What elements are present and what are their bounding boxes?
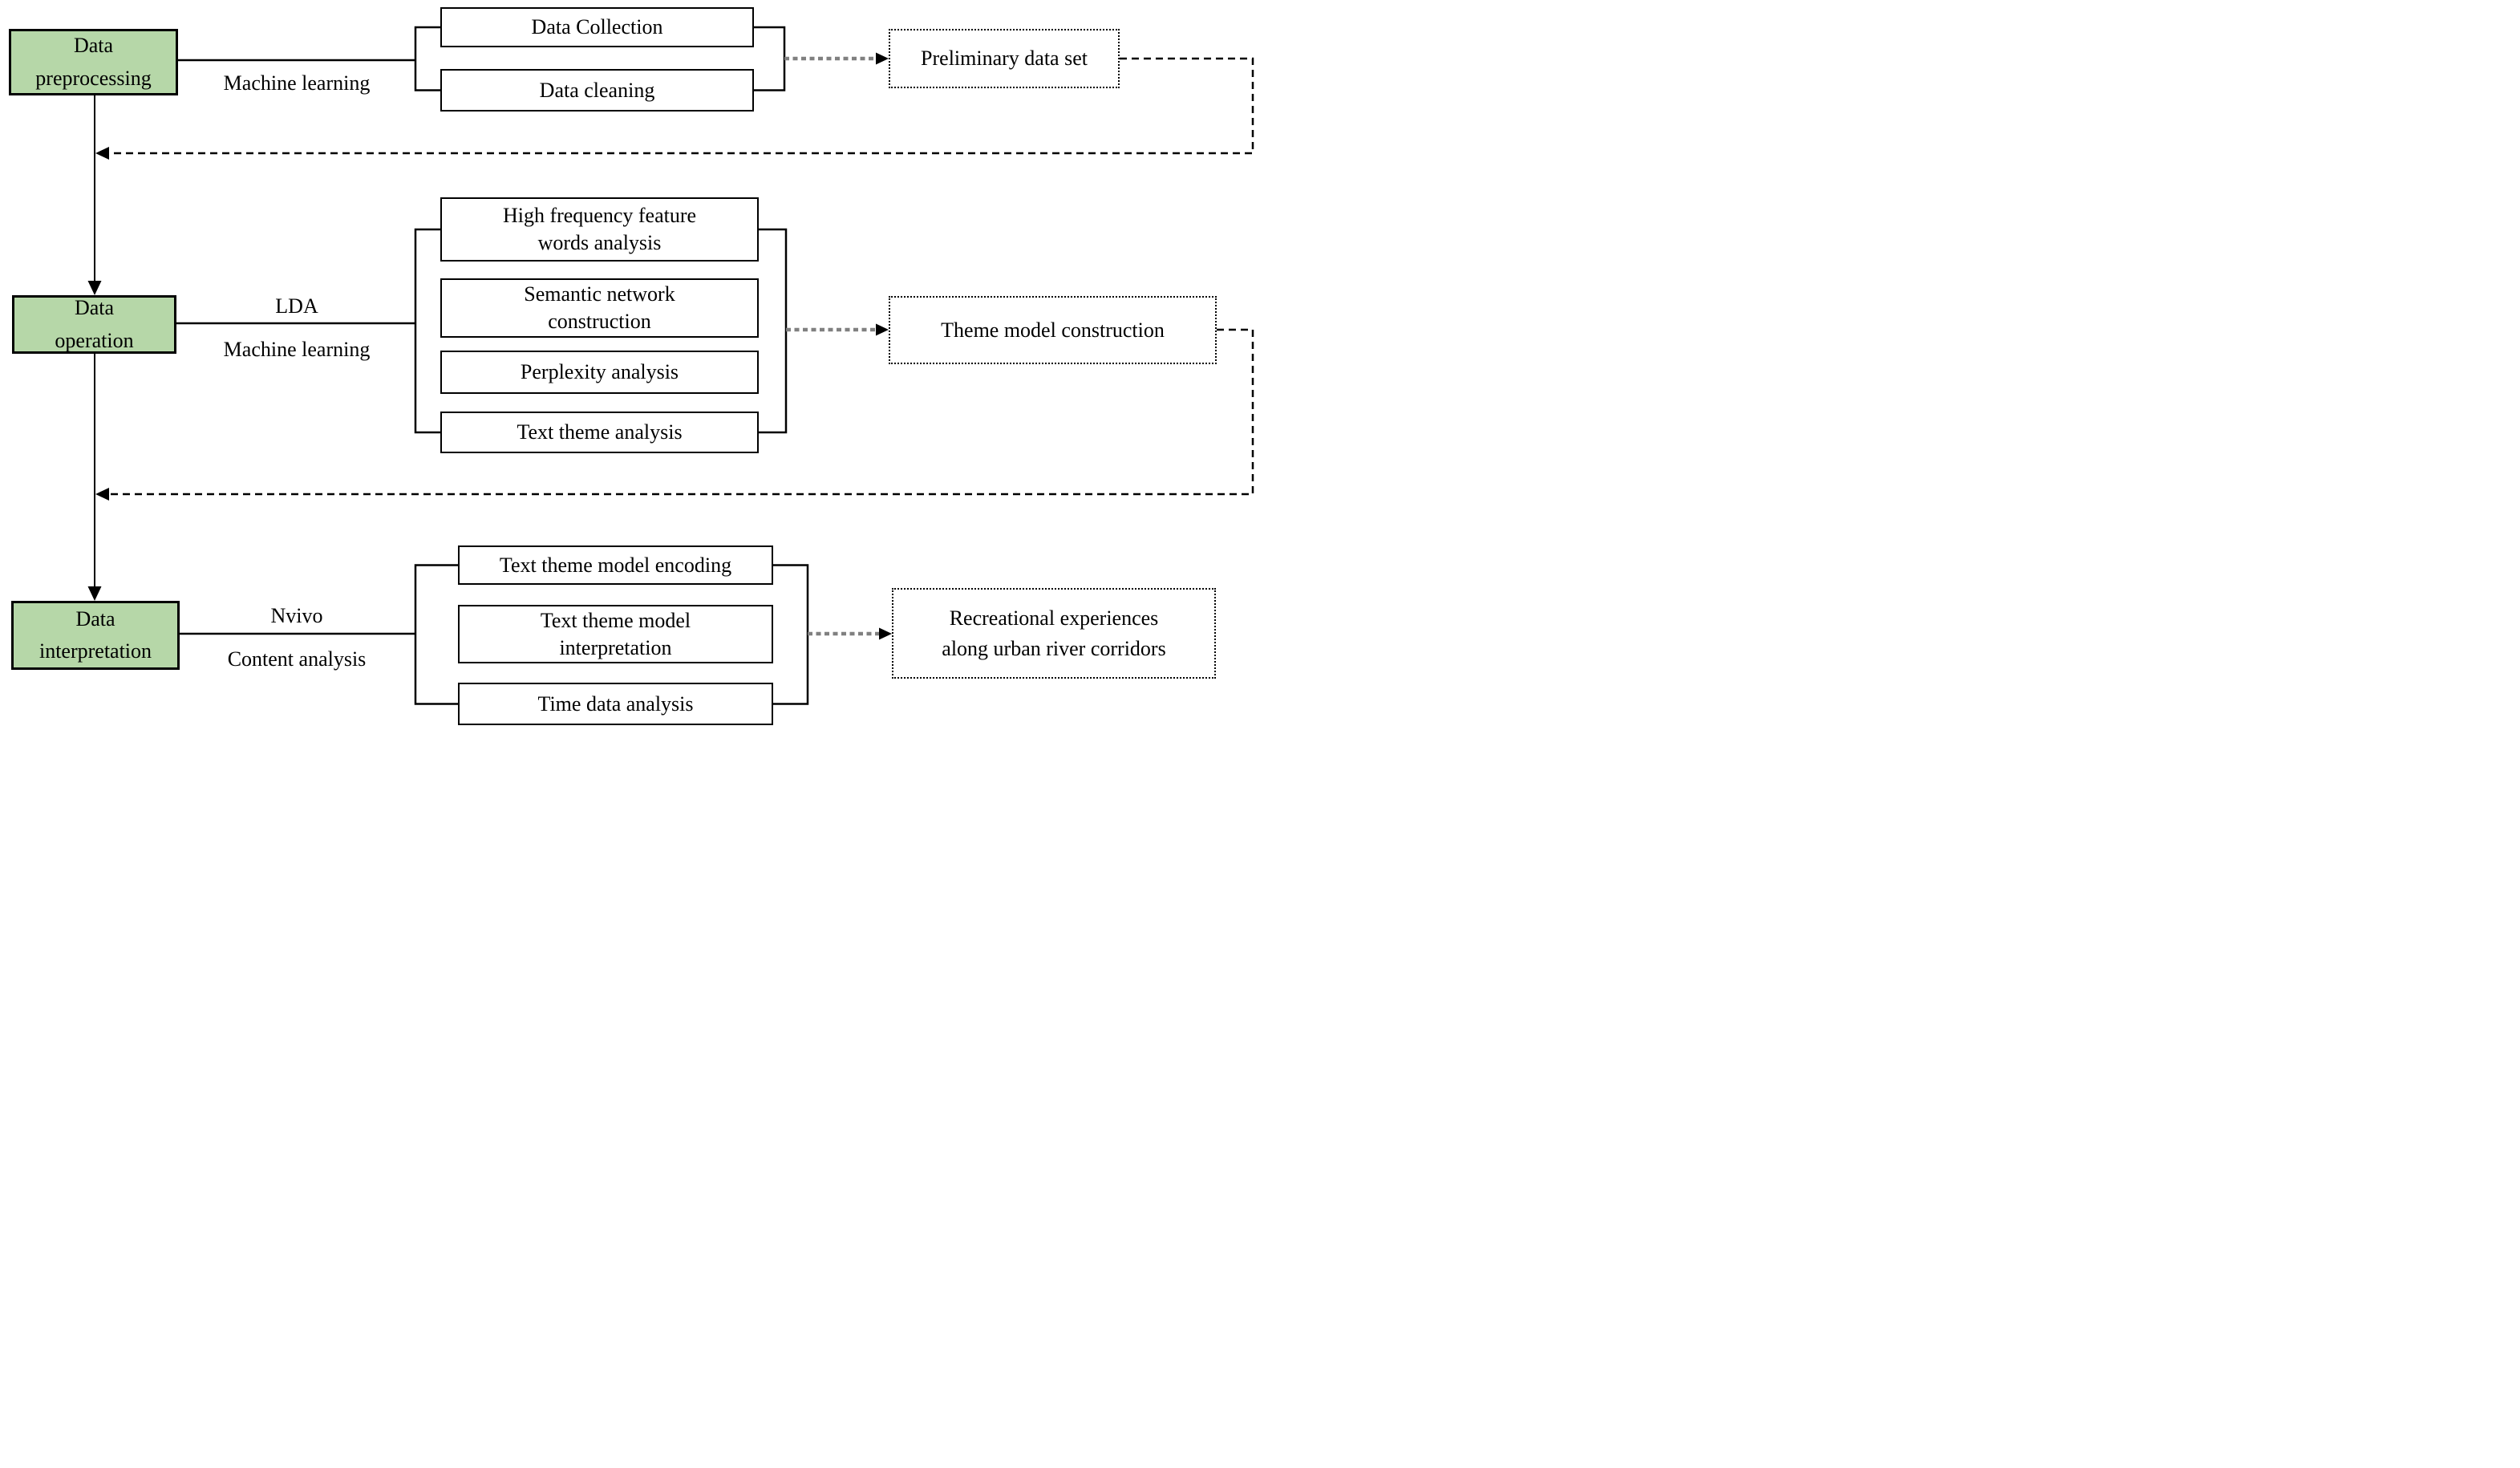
- method-label-machine-learning-top: Machine learning: [223, 71, 371, 95]
- stage-label-data-operation: Data operation: [55, 296, 134, 352]
- step-box-perplexity-analysis: Perplexity analysis: [440, 351, 759, 394]
- arrowhead-return-stage2: [95, 488, 109, 501]
- method-label-nvivo: Nvivo: [270, 604, 323, 627]
- arrowhead-preliminary: [876, 52, 889, 65]
- bracket-right-stage1: [754, 26, 786, 91]
- step-box-high-frequency-feature-words-analysis: High frequency feature words analysis: [440, 197, 759, 262]
- diagram-canvas: Data preprocessing Data operation Data i…: [0, 0, 1260, 734]
- bracket-left-stage2: [414, 228, 440, 434]
- step-box-data-cleaning: Data cleaning: [440, 69, 754, 112]
- bracket-right-stage2: [759, 228, 788, 434]
- bracket-right-stage3: [773, 564, 809, 705]
- step-label-perplexity-analysis: Perplexity analysis: [520, 360, 679, 384]
- bracket-left-stage3: [414, 564, 458, 705]
- step-label-data-collection: Data Collection: [531, 15, 663, 39]
- output-label-preliminary-data-set: Preliminary data set: [921, 47, 1088, 71]
- arrowhead-down-stage2: [87, 281, 102, 295]
- stage-label-data-interpretation: Data interpretation: [38, 606, 152, 663]
- output-label-theme-model-construction: Theme model construction: [941, 318, 1165, 342]
- step-label-time-data-analysis: Time data analysis: [537, 691, 694, 716]
- arrowhead-return-stage1: [95, 147, 109, 160]
- dashed-return-stage1: [109, 57, 1254, 155]
- stage-box-data-operation: Data operation: [12, 295, 176, 354]
- output-label-recreational-experiences: Recreational experiences along urban riv…: [942, 606, 1166, 660]
- step-label-high-frequency-feature-words-analysis: High frequency feature words analysis: [502, 204, 697, 254]
- step-label-text-theme-model-encoding: Text theme model encoding: [499, 553, 732, 577]
- arrowhead-theme-model: [876, 323, 889, 336]
- arrowhead-down-stage3: [87, 586, 102, 601]
- step-box-text-theme-model-encoding: Text theme model encoding: [458, 545, 773, 585]
- step-label-text-theme-analysis: Text theme analysis: [517, 420, 683, 444]
- output-box-theme-model-construction: Theme model construction: [889, 296, 1217, 364]
- step-box-text-theme-analysis: Text theme analysis: [440, 412, 759, 453]
- step-box-time-data-analysis: Time data analysis: [458, 683, 773, 725]
- step-box-text-theme-model-interpretation: Text theme model interpretation: [458, 605, 773, 663]
- step-box-semantic-network-construction: Semantic network construction: [440, 278, 759, 338]
- method-label-content-analysis: Content analysis: [227, 647, 367, 671]
- connector-layer: [87, 26, 1254, 705]
- method-label-lda: LDA: [275, 294, 318, 318]
- step-box-data-collection: Data Collection: [440, 7, 754, 47]
- step-label-semantic-network-construction: Semantic network construction: [524, 282, 675, 333]
- stage-box-data-preprocessing: Data preprocessing: [9, 29, 178, 95]
- output-box-recreational-experiences: Recreational experiences along urban riv…: [892, 588, 1216, 679]
- step-label-data-cleaning: Data cleaning: [539, 78, 655, 102]
- bracket-left-stage1: [414, 26, 440, 91]
- output-box-preliminary-data-set: Preliminary data set: [889, 29, 1120, 88]
- method-label-machine-learning-mid: Machine learning: [223, 338, 371, 361]
- arrowhead-recreational: [879, 627, 892, 640]
- stage-box-data-interpretation: Data interpretation: [11, 601, 180, 670]
- stage-label-data-preprocessing: Data preprocessing: [35, 34, 152, 90]
- dashed-return-stage2: [109, 328, 1254, 496]
- step-label-text-theme-model-interpretation: Text theme model interpretation: [540, 608, 691, 659]
